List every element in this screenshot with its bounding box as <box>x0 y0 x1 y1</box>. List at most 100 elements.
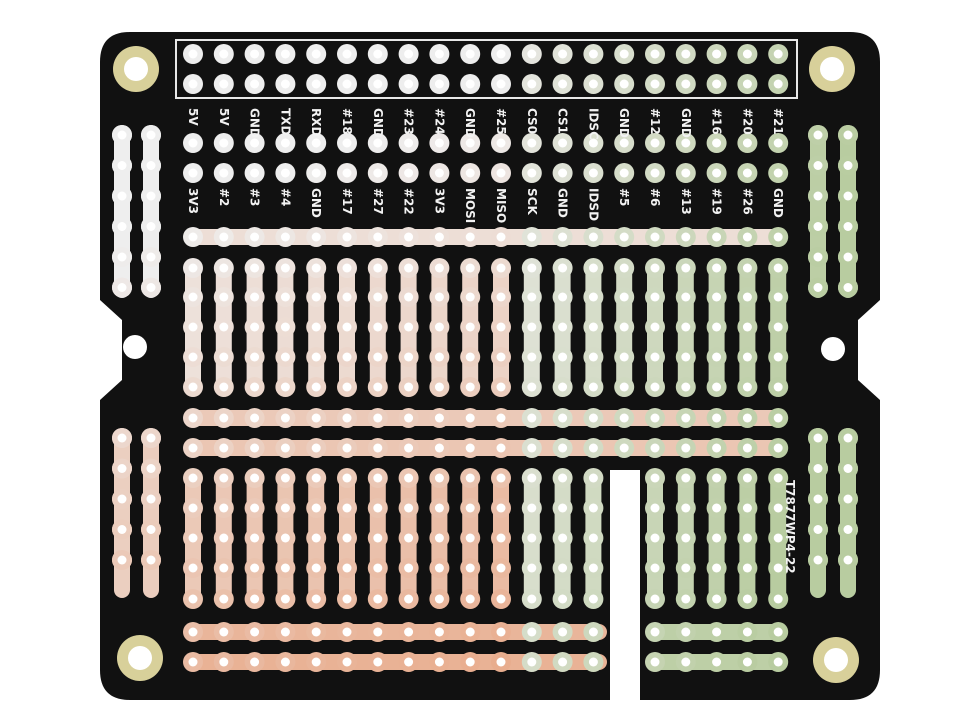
strip-pad <box>460 377 481 397</box>
bus-pad <box>768 408 789 428</box>
strip-pad <box>768 528 789 548</box>
silk-top-label-4: RXD <box>309 108 323 136</box>
bus-pad <box>429 227 450 247</box>
silk-top-label-15: #12 <box>648 108 662 135</box>
strip-pad <box>213 468 234 488</box>
header-pad <box>398 44 419 64</box>
board-code: T7877WP4-22 <box>783 480 797 574</box>
mounting-hole-top-right <box>809 46 855 92</box>
strip-pad <box>429 498 450 518</box>
strip-pad <box>183 347 203 367</box>
strip-pad <box>183 528 203 548</box>
strip-pad <box>337 498 357 518</box>
strip-pad <box>244 347 265 367</box>
bus-pad <box>460 227 481 247</box>
strip-pad <box>244 258 265 278</box>
silk-bottom-label-5: #17 <box>340 188 354 215</box>
strip-pad <box>552 317 573 337</box>
silk-top-label-3: TXD <box>278 108 292 135</box>
bus-pad <box>275 652 296 672</box>
strip-pad <box>337 287 357 307</box>
strip-pad <box>675 347 696 367</box>
silk-top-label-2: GND <box>248 108 262 138</box>
bus-pad <box>614 438 635 458</box>
strip-pad <box>398 528 419 548</box>
bus-pad <box>398 227 419 247</box>
strip-pad <box>306 258 327 278</box>
strip-pad <box>583 258 604 278</box>
silk-top-label-8: #24 <box>432 108 446 135</box>
header-pad <box>583 44 604 64</box>
silk-bottom-label-0: 3V3 <box>186 188 200 214</box>
strip-pad <box>183 498 203 518</box>
strip-pad <box>398 498 419 518</box>
header-pad <box>460 44 481 64</box>
side-strip <box>840 430 856 598</box>
bus-pad <box>337 622 357 642</box>
strip-pad <box>706 258 727 278</box>
side-pad <box>808 519 828 540</box>
strip-pad <box>491 258 511 278</box>
strip-pad <box>398 377 419 397</box>
bus-pad <box>768 227 789 247</box>
strip-pad <box>552 468 573 488</box>
silk-bottom-label-6: #27 <box>371 188 385 215</box>
silk-bottom-label-1: #2 <box>217 188 231 206</box>
strip-pad <box>213 498 234 518</box>
silk-top-label-12: CS1 <box>556 108 570 134</box>
strip-pad <box>460 317 481 337</box>
header-pad <box>337 74 357 94</box>
strip-pad <box>183 377 203 397</box>
bus-pad <box>645 408 665 428</box>
strip-pad <box>429 558 450 578</box>
header-pad <box>645 44 665 64</box>
strip-pad <box>583 377 604 397</box>
strip-pad <box>306 498 327 518</box>
silk-bottom-label-3: #4 <box>278 188 292 206</box>
header-pad <box>706 44 727 64</box>
side-pad <box>808 155 828 176</box>
strip-pad <box>614 287 635 307</box>
bus-pad <box>706 408 727 428</box>
bus-pad <box>460 652 481 672</box>
strip-pad <box>645 377 665 397</box>
side-strip <box>810 127 826 298</box>
strip-pad <box>275 498 296 518</box>
header-pad <box>737 74 758 94</box>
strip-pad <box>552 558 573 578</box>
strip-pad <box>183 468 203 488</box>
strip-pad <box>306 528 327 548</box>
breakout-pad <box>275 163 296 183</box>
breakout-pad <box>183 163 203 183</box>
bus-pad <box>675 652 696 672</box>
side-pad <box>838 216 858 237</box>
side-pad <box>838 489 858 509</box>
side-pad <box>808 277 828 298</box>
strip-pad <box>491 317 511 337</box>
bus-pad <box>675 227 696 247</box>
header-pad <box>367 44 388 64</box>
bus-pad <box>645 652 665 672</box>
strip-pad <box>244 377 265 397</box>
bus-pad <box>521 408 542 428</box>
strip-pad <box>337 589 357 609</box>
strip-pad <box>768 589 789 609</box>
bus-pad <box>367 652 388 672</box>
strip-pad <box>367 287 388 307</box>
bus-pad <box>706 227 727 247</box>
header-pad <box>429 74 450 94</box>
strip-pad <box>337 528 357 548</box>
breakout-pad <box>367 163 388 183</box>
strip-pad <box>460 498 481 518</box>
strip-pad <box>213 589 234 609</box>
side-pad <box>112 277 132 298</box>
strip-pad <box>306 377 327 397</box>
silk-bottom-label-9: MOSI <box>463 188 477 223</box>
strip-pad <box>183 258 203 278</box>
header-pad <box>706 74 727 94</box>
strip-pad <box>675 558 696 578</box>
strip-pad <box>367 528 388 548</box>
bus-pad <box>552 408 573 428</box>
